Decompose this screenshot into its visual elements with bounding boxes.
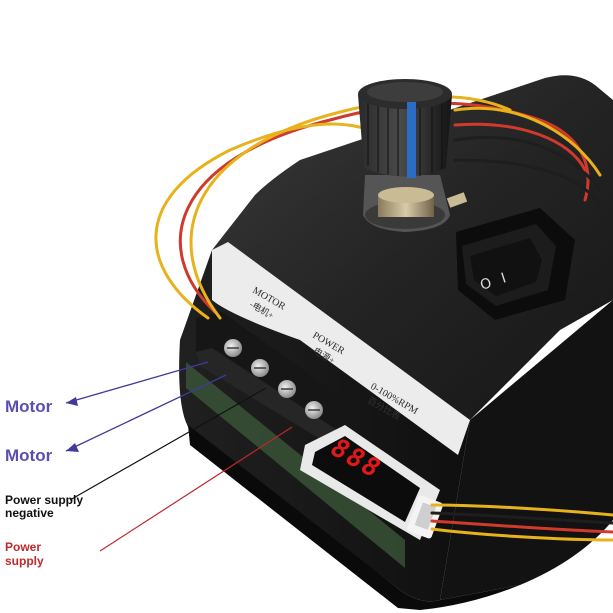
potentiometer-knob-icon <box>358 79 468 232</box>
wire-bundle <box>154 95 613 542</box>
supply-negative-callout-line1: Power supply <box>5 493 84 507</box>
supply-positive-callout-line1: Power <box>5 540 42 554</box>
housing-top <box>212 75 613 420</box>
terminal-block <box>196 312 348 445</box>
rocker-switch-icon: O I <box>456 208 575 320</box>
led-display: 888 <box>300 425 440 540</box>
housing-bottom-rim <box>188 425 520 610</box>
switch-off-symbol: O <box>478 275 493 294</box>
screw-terminal-icon <box>224 339 242 357</box>
screw-terminal-icon <box>251 359 269 377</box>
screw-terminal-icon <box>278 380 296 398</box>
supply-positive-callout-line2: supply <box>5 554 44 568</box>
callout-lines <box>65 361 293 552</box>
motor-callout-1: Motor <box>5 397 53 416</box>
front-label <box>212 242 470 455</box>
switch-on-symbol: I <box>499 270 508 286</box>
supply-negative-callout-line2: negative <box>5 506 54 520</box>
pcb-edge <box>186 362 405 568</box>
screw-terminal-icon <box>305 401 323 419</box>
motor-callout-2: Motor <box>5 446 53 465</box>
